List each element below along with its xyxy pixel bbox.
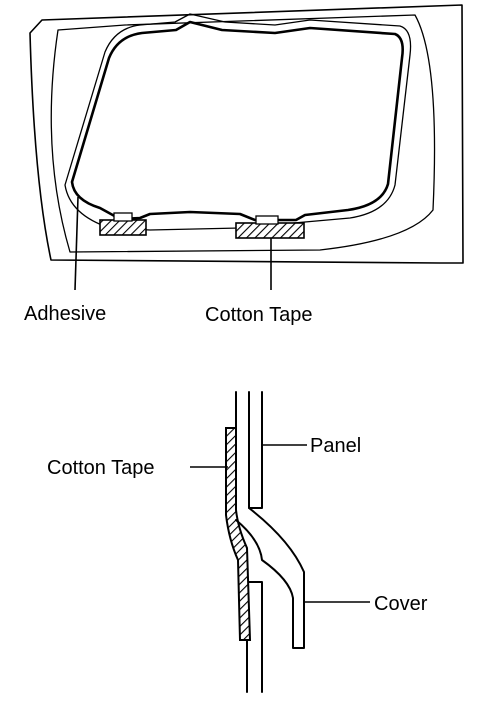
panel-label: Panel — [310, 435, 361, 457]
tab-left — [113, 212, 133, 222]
tab-right — [255, 215, 279, 225]
cover-section — [235, 507, 305, 649]
cotton-tape-strip-right — [235, 222, 305, 239]
cotton-tape-strip-left — [99, 219, 147, 236]
cover-label: Cover — [374, 593, 428, 615]
door-panel-figure: Adhesive Cotton Tape — [24, 4, 464, 326]
adhesive-label: Adhesive — [24, 303, 106, 325]
adhesive-leader-line — [74, 196, 79, 291]
cross-section-figure: Panel Cotton Tape Cover — [47, 391, 428, 693]
window-opening-inner — [70, 20, 404, 222]
panel-section — [235, 391, 263, 509]
cotton-tape-section — [225, 427, 252, 641]
cotton-tape-label: Cotton Tape — [205, 304, 313, 326]
outer-panel-outline — [29, 4, 464, 264]
inner-panel-outline — [50, 14, 436, 253]
cotton-tape-section-label: Cotton Tape — [47, 457, 155, 479]
